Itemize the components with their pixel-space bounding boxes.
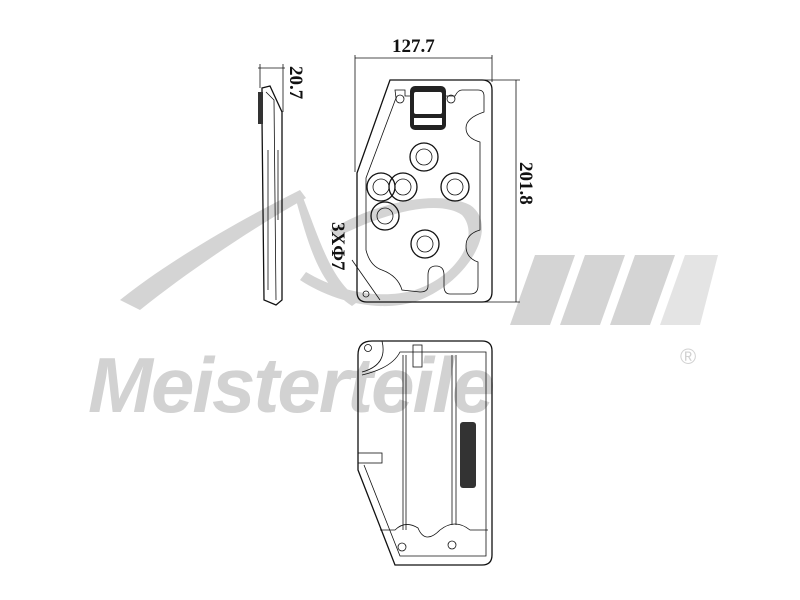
ports (366, 142, 470, 259)
bottom-view (357, 340, 493, 566)
watermark-logo-stripes (510, 255, 718, 325)
height-dimension: 201.8 (515, 162, 536, 205)
side-view: 20.7 (258, 64, 306, 306)
watermark-logo-script (120, 190, 482, 310)
width-dimension: 127.7 (392, 36, 435, 57)
thickness-dimension: 20.7 (285, 66, 306, 100)
holes-dimension: 3XΦ7 (327, 222, 348, 271)
watermark: Meisterteile ® (88, 190, 718, 429)
top-view: 127.7 201.8 3XΦ7 (327, 36, 536, 303)
watermark-registered: ® (680, 344, 696, 369)
watermark-brand: Meisterteile (88, 341, 494, 429)
